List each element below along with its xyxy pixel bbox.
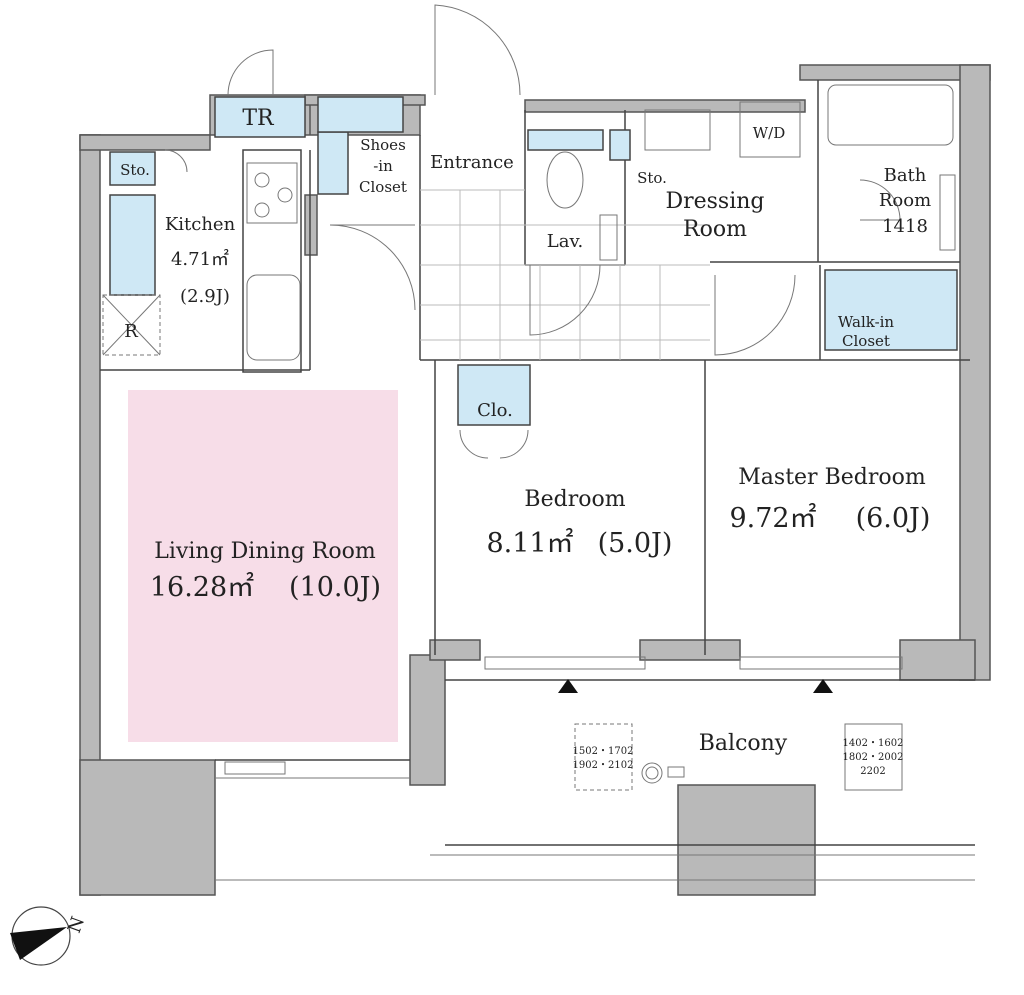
clo-label: Clo. [477,400,513,421]
interior-walls [100,80,975,881]
lav-label: Lav. [547,231,583,252]
unit-note-left-1: 1502・1702 [573,746,634,757]
balcony-label: Balcony [699,731,788,756]
bedroom-jo: (5.0J) [598,528,673,559]
kitchen-jo: (2.9J) [180,286,230,307]
shoes-closet-line1: Shoes [360,136,406,154]
unit-note-right-1: 1402・1602 [843,738,904,749]
master-bedroom-name: Master Bedroom [738,465,926,490]
dressing-room-line2: Room [683,217,747,242]
dressing-room-line1: Dressing [665,189,764,214]
living-area-fill [128,390,398,742]
living-area: 16.28㎡ [150,572,254,603]
fixtures [242,84,956,791]
refrigerator-label: R [124,321,138,342]
bath-room-line1: Bath [884,165,927,186]
bath-room-line2: Room [879,190,931,211]
walk-in-closet-line2: Closet [842,332,890,350]
bedroom-name: Bedroom [524,487,625,512]
compass-icon: N [10,906,89,966]
master-bedroom-jo: (6.0J) [856,503,931,534]
wd-label: W/D [753,124,786,142]
unit-note-right-3: 2202 [860,766,885,777]
master-bedroom-area: 9.72㎡ [729,503,816,534]
unit-note-left-2: 1902・2102 [573,760,634,771]
shoes-closet-line2: -in [373,157,393,175]
kitchen-name: Kitchen [165,214,236,235]
storage-areas [102,96,958,426]
kitchen-area: 4.71㎡ [171,248,229,270]
unit-note-right-2: 1802・2002 [843,752,904,763]
bedroom-area: 8.11㎡ [486,528,573,559]
compass-north-label: N [64,914,89,936]
room-label-tr: TR [242,106,275,131]
shoes-closet-line3: Closet [359,178,407,196]
window-marker-icon [558,679,578,693]
walls [79,64,991,896]
sto-dressing-label: Sto. [637,169,667,187]
entrance-label: Entrance [430,152,514,173]
bath-room-line3: 1418 [882,216,928,237]
hallway-tiles [420,189,710,360]
living-name: Living Dining Room [154,539,376,564]
walk-in-closet-line1: Walk-in [838,313,895,331]
doors [164,4,901,459]
room-label-sto-kitchen: Sto. [120,161,150,179]
living-jo: (10.0J) [289,572,381,603]
window-marker-icon [813,679,833,693]
